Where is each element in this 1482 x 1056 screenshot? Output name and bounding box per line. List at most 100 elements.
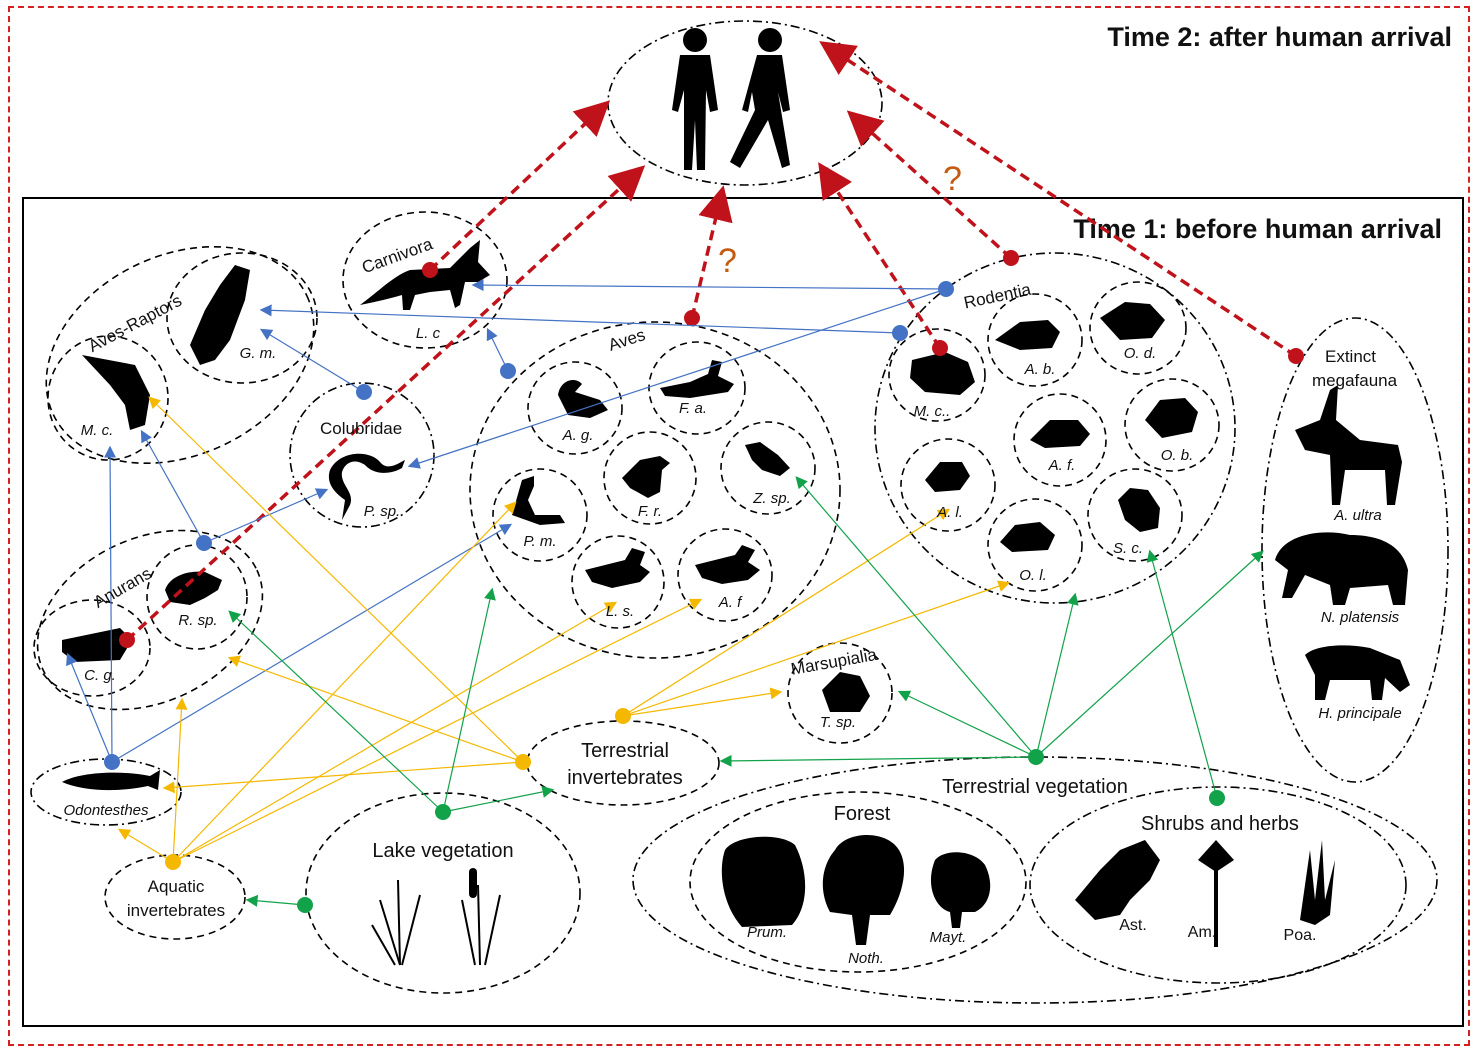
taxon-am: Am. xyxy=(1188,924,1216,941)
shrub-icon-ast xyxy=(1075,840,1160,920)
rodentia-group xyxy=(874,252,1236,604)
taxon-ab: A. b. xyxy=(1024,361,1056,378)
taxon-ol: O. l. xyxy=(1019,567,1047,584)
time2-frame xyxy=(8,6,1470,1046)
time1-frame xyxy=(22,197,1464,1027)
rodent-icon-ab xyxy=(995,320,1060,350)
taxon-lc: L. c xyxy=(416,325,441,342)
eagle-icon xyxy=(190,265,250,365)
rodent-icon-af xyxy=(1030,420,1090,448)
link-megafauna-humans xyxy=(819,41,1297,358)
taxon-cg: C. g. xyxy=(84,667,116,684)
aves-raptors-group xyxy=(45,245,315,465)
elephant-icon xyxy=(1275,532,1408,605)
taxon-ast: Ast. xyxy=(1119,917,1147,934)
taxon-sc: S. c. xyxy=(1113,540,1143,557)
label-forest: Forest xyxy=(834,803,891,825)
link-rodentia-humans xyxy=(846,110,1013,260)
taxon-tsp: T. sp. xyxy=(820,714,856,731)
pm-circle xyxy=(492,468,588,562)
question-mark-2: ? xyxy=(943,160,962,198)
node-aves xyxy=(684,310,700,326)
taxon-ob: O. b. xyxy=(1161,447,1194,464)
shrub-icon-am xyxy=(1198,840,1234,947)
ag-circle xyxy=(527,361,623,455)
label-terr-inv-2: invertebrates xyxy=(567,767,683,789)
taxon-ag: A. g. xyxy=(562,427,594,444)
rodent-icon-od xyxy=(1100,302,1165,340)
lake-vegetation-group xyxy=(305,792,581,994)
link-fox-humans xyxy=(428,100,611,272)
question-mark-1: ? xyxy=(718,242,737,280)
carnivora-group xyxy=(342,211,508,349)
megafauna-group xyxy=(1261,317,1449,783)
rodent-icon-mc xyxy=(910,352,975,395)
taxon-gm: G. m. xyxy=(240,345,277,362)
od-circle xyxy=(1089,281,1187,375)
rodent-icon-al xyxy=(925,462,970,492)
mc-rodent-circle xyxy=(888,328,986,422)
af-bird-circle xyxy=(677,528,773,622)
shrubs-herbs-group xyxy=(1029,786,1407,984)
cattail-icon xyxy=(469,868,477,898)
label-aq-inv-1: Aquatic xyxy=(148,877,205,896)
taxon-pm: P. m. xyxy=(523,533,556,550)
label-lake-vegetation: Lake vegetation xyxy=(372,840,513,862)
label-megafauna-2: megafauna xyxy=(1312,371,1398,390)
node-rodentia xyxy=(1003,250,1019,266)
tree-icon-mayt xyxy=(930,852,991,928)
odontesthes-group xyxy=(30,758,182,826)
label-aq-inv-2: invertebrates xyxy=(127,901,225,920)
terrestrial-invertebrates-group xyxy=(526,720,720,806)
taxon-af-bird: A. f xyxy=(718,594,743,611)
link-frog-humans xyxy=(125,165,646,642)
rodent-icon-sc xyxy=(1118,488,1160,532)
taxon-rsp: R. sp. xyxy=(178,612,217,629)
taxon-fr: F. r. xyxy=(638,503,662,520)
label-shrubs-herbs: Shrubs and herbs xyxy=(1141,813,1299,835)
anurans-group xyxy=(36,529,264,711)
link-aves-humans xyxy=(690,185,733,319)
marsupial-icon xyxy=(822,672,870,712)
bird-icon-fr xyxy=(622,456,670,498)
duck-icon-ag xyxy=(558,379,608,418)
label-marsupialia: Marsupialia xyxy=(789,645,878,679)
fr-circle xyxy=(603,431,697,525)
taxon-od: O. d. xyxy=(1124,345,1157,362)
shrub-icon-poa xyxy=(1300,840,1335,925)
label-megafauna-1: Extinct xyxy=(1325,347,1376,366)
al-circle xyxy=(900,438,996,532)
colubridae-group xyxy=(289,382,435,528)
ls-circle xyxy=(571,535,665,629)
link-rodent-humans xyxy=(818,162,942,349)
marsupialia-group xyxy=(787,642,893,744)
tree-icon-noth xyxy=(822,834,905,945)
aves-group xyxy=(469,321,841,659)
taxon-fa: F. a. xyxy=(679,400,707,417)
zsp-circle xyxy=(720,421,816,515)
cg-circle xyxy=(33,599,151,697)
label-rodentia: Rodentia xyxy=(962,280,1033,313)
fa-circle xyxy=(648,341,746,435)
ab-circle xyxy=(987,293,1083,387)
taxon-psp: P. sp. xyxy=(364,503,400,520)
label-colubridae: Colubridae xyxy=(320,419,402,438)
taxon-ls: L. s. xyxy=(606,603,634,620)
taxon-poa: Poa. xyxy=(1284,927,1317,944)
label-anurans: Anurans xyxy=(90,564,154,612)
human-silhouettes-icon xyxy=(672,28,790,170)
taxon-zsp: Z. sp. xyxy=(752,490,791,507)
bird-icon-zsp xyxy=(745,442,790,476)
ol-circle xyxy=(987,498,1083,592)
taxon-af-rodent: A. f. xyxy=(1048,457,1076,474)
deer-icon xyxy=(1295,385,1402,505)
node-megafauna xyxy=(1288,348,1304,364)
fish-icon xyxy=(62,770,160,791)
frog-icon xyxy=(165,571,222,605)
horse-icon xyxy=(1305,645,1410,700)
taxon-odontesthes: Odontesthes xyxy=(63,802,149,819)
duck-icon-fa xyxy=(660,360,734,398)
time2-title: Time 2: after human arrival xyxy=(1107,22,1452,52)
mc-raptor-circle xyxy=(47,335,169,461)
